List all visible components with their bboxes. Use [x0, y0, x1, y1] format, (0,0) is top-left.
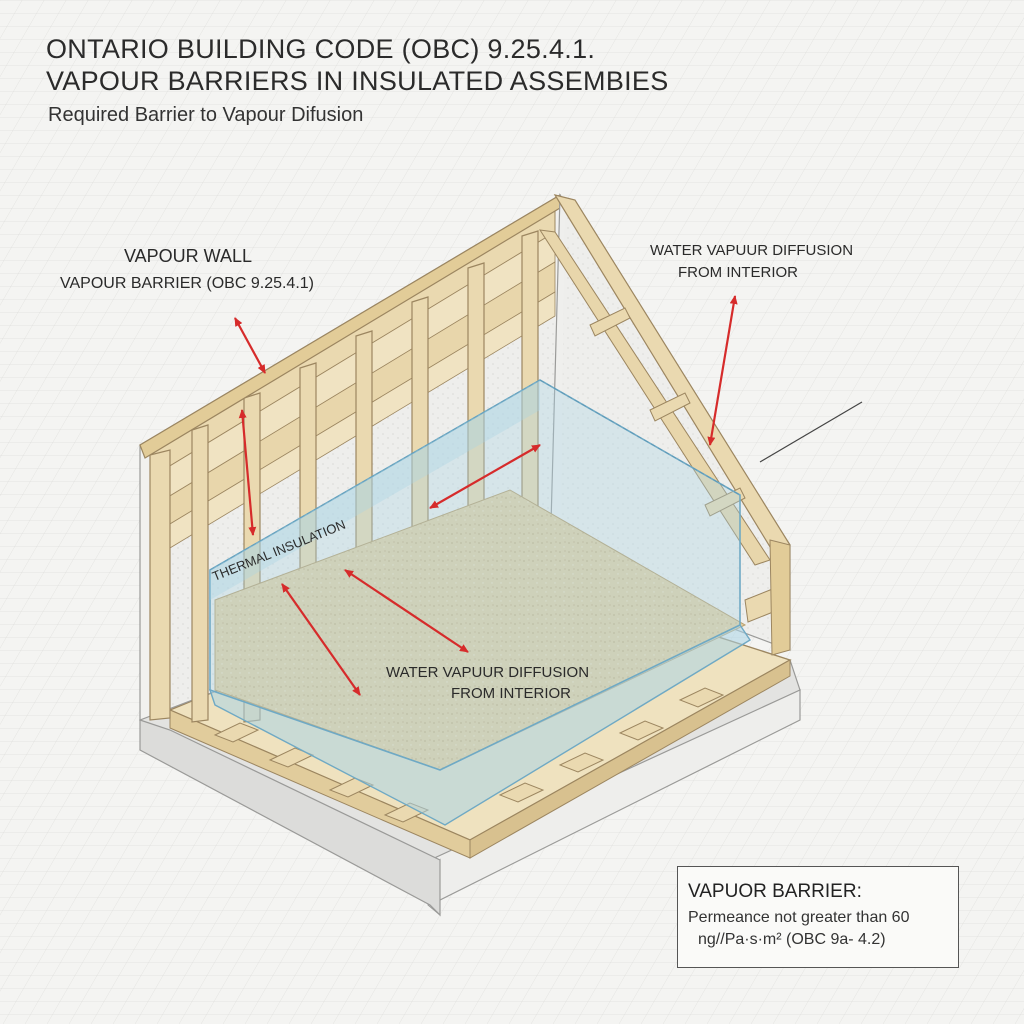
vapour-barrier-note-box: VAPUOR BARRIER: Permeance not greater th… — [677, 866, 959, 968]
double-headed-arrow-icon — [234, 317, 266, 374]
double-headed-arrow-icon — [238, 409, 257, 536]
note-line-1: Permeance not greater than 60 — [688, 909, 910, 926]
subtitle: Required Barrier to Vapour Difusion — [48, 104, 364, 126]
leader-line — [759, 401, 863, 463]
arrows — [234, 295, 738, 696]
diffusion-upper-label-line-2: FROM INTERIOR — [678, 264, 798, 281]
title-line-1: ONTARIO BUILDING CODE (OBC) 9.25.4.1. — [46, 34, 596, 64]
double-headed-arrow-icon — [707, 295, 738, 446]
gable-end-wall — [538, 193, 791, 656]
vapour-wall-label: VAPOUR WALL — [124, 246, 253, 266]
title-line-2: VAPOUR BARRIERS IN INSULATED ASSEMBIES — [46, 66, 669, 96]
diffusion-upper-label-line-1: WATER VAPUUR DIFFUSION — [650, 242, 854, 259]
double-headed-arrow-icon — [429, 444, 541, 509]
vapour-barrier-reference-label: VAPOUR BARRIER (OBC 9.25.4.1) — [60, 275, 314, 292]
diffusion-floor-label-line-2: FROM INTERIOR — [451, 685, 571, 702]
diffusion-floor-label-line-1: WATER VAPUUR DIFFUSION — [386, 664, 590, 681]
note-line-2: ng//Pa·s·m² (OBC 9a- 4.2) — [698, 931, 886, 948]
double-headed-arrow-icon — [344, 569, 469, 653]
double-headed-arrow-icon — [281, 583, 361, 696]
note-heading: VAPUOR BARRIER: — [688, 881, 862, 902]
